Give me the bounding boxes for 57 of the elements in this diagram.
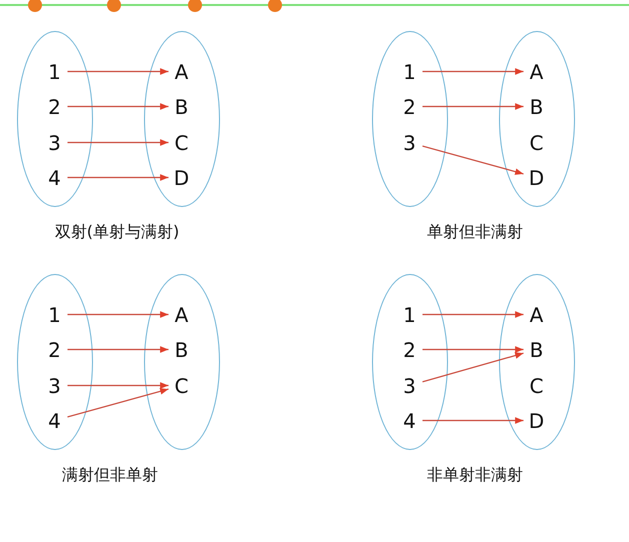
set-ellipse [17, 274, 93, 450]
arrow [68, 382, 168, 389]
arrow [68, 174, 168, 181]
set-element: 2 [396, 336, 422, 362]
arrow [422, 68, 524, 75]
arrow [68, 103, 168, 110]
set-element: D [168, 164, 194, 190]
arrow [422, 352, 524, 382]
set-element: D [524, 164, 550, 190]
set-element: 2 [396, 94, 422, 120]
arrow [68, 346, 168, 353]
arrow [422, 311, 524, 318]
set-element: C [168, 372, 194, 398]
arrow [68, 139, 168, 146]
set-element: B [168, 336, 194, 362]
caption: 非单射非满射 [427, 465, 523, 486]
arrow [68, 311, 168, 318]
set-element: A [168, 58, 194, 84]
set-element: 3 [396, 372, 422, 398]
set-element: A [524, 58, 550, 84]
set-element: B [524, 336, 550, 362]
set-element: 1 [396, 302, 422, 328]
set-ellipse [17, 31, 93, 207]
caption: 满射但非单射 [62, 465, 158, 486]
arrow [422, 103, 524, 110]
arrow [422, 146, 524, 175]
set-element: 3 [42, 372, 68, 398]
set-ellipse [144, 274, 220, 450]
set-element: D [524, 408, 550, 434]
caption: 单射但非满射 [427, 222, 523, 243]
set-ellipse [144, 31, 220, 207]
set-element: A [168, 302, 194, 328]
set-element: B [168, 94, 194, 120]
arrow [422, 346, 524, 353]
set-element: A [524, 302, 550, 328]
set-element: 4 [42, 164, 68, 190]
set-element: C [524, 372, 550, 398]
set-element: 1 [42, 302, 68, 328]
set-element: 4 [396, 408, 422, 434]
caption: 双射(单射与满射) [54, 222, 180, 243]
set-element: 1 [396, 58, 422, 84]
set-element: 2 [42, 336, 68, 362]
set-ellipse [372, 274, 448, 450]
set-ellipse [372, 31, 448, 207]
arrow [422, 417, 524, 424]
set-element: B [524, 94, 550, 120]
set-element: C [168, 130, 194, 156]
set-element: 2 [42, 94, 68, 120]
set-element: 4 [42, 408, 68, 434]
arrow [67, 388, 169, 418]
set-ellipse [499, 31, 575, 207]
set-element: 3 [42, 130, 68, 156]
set-element: 1 [42, 58, 68, 84]
arrow [68, 68, 168, 75]
set-element: 3 [396, 130, 422, 156]
set-element: C [524, 130, 550, 156]
set-ellipse [499, 274, 575, 450]
